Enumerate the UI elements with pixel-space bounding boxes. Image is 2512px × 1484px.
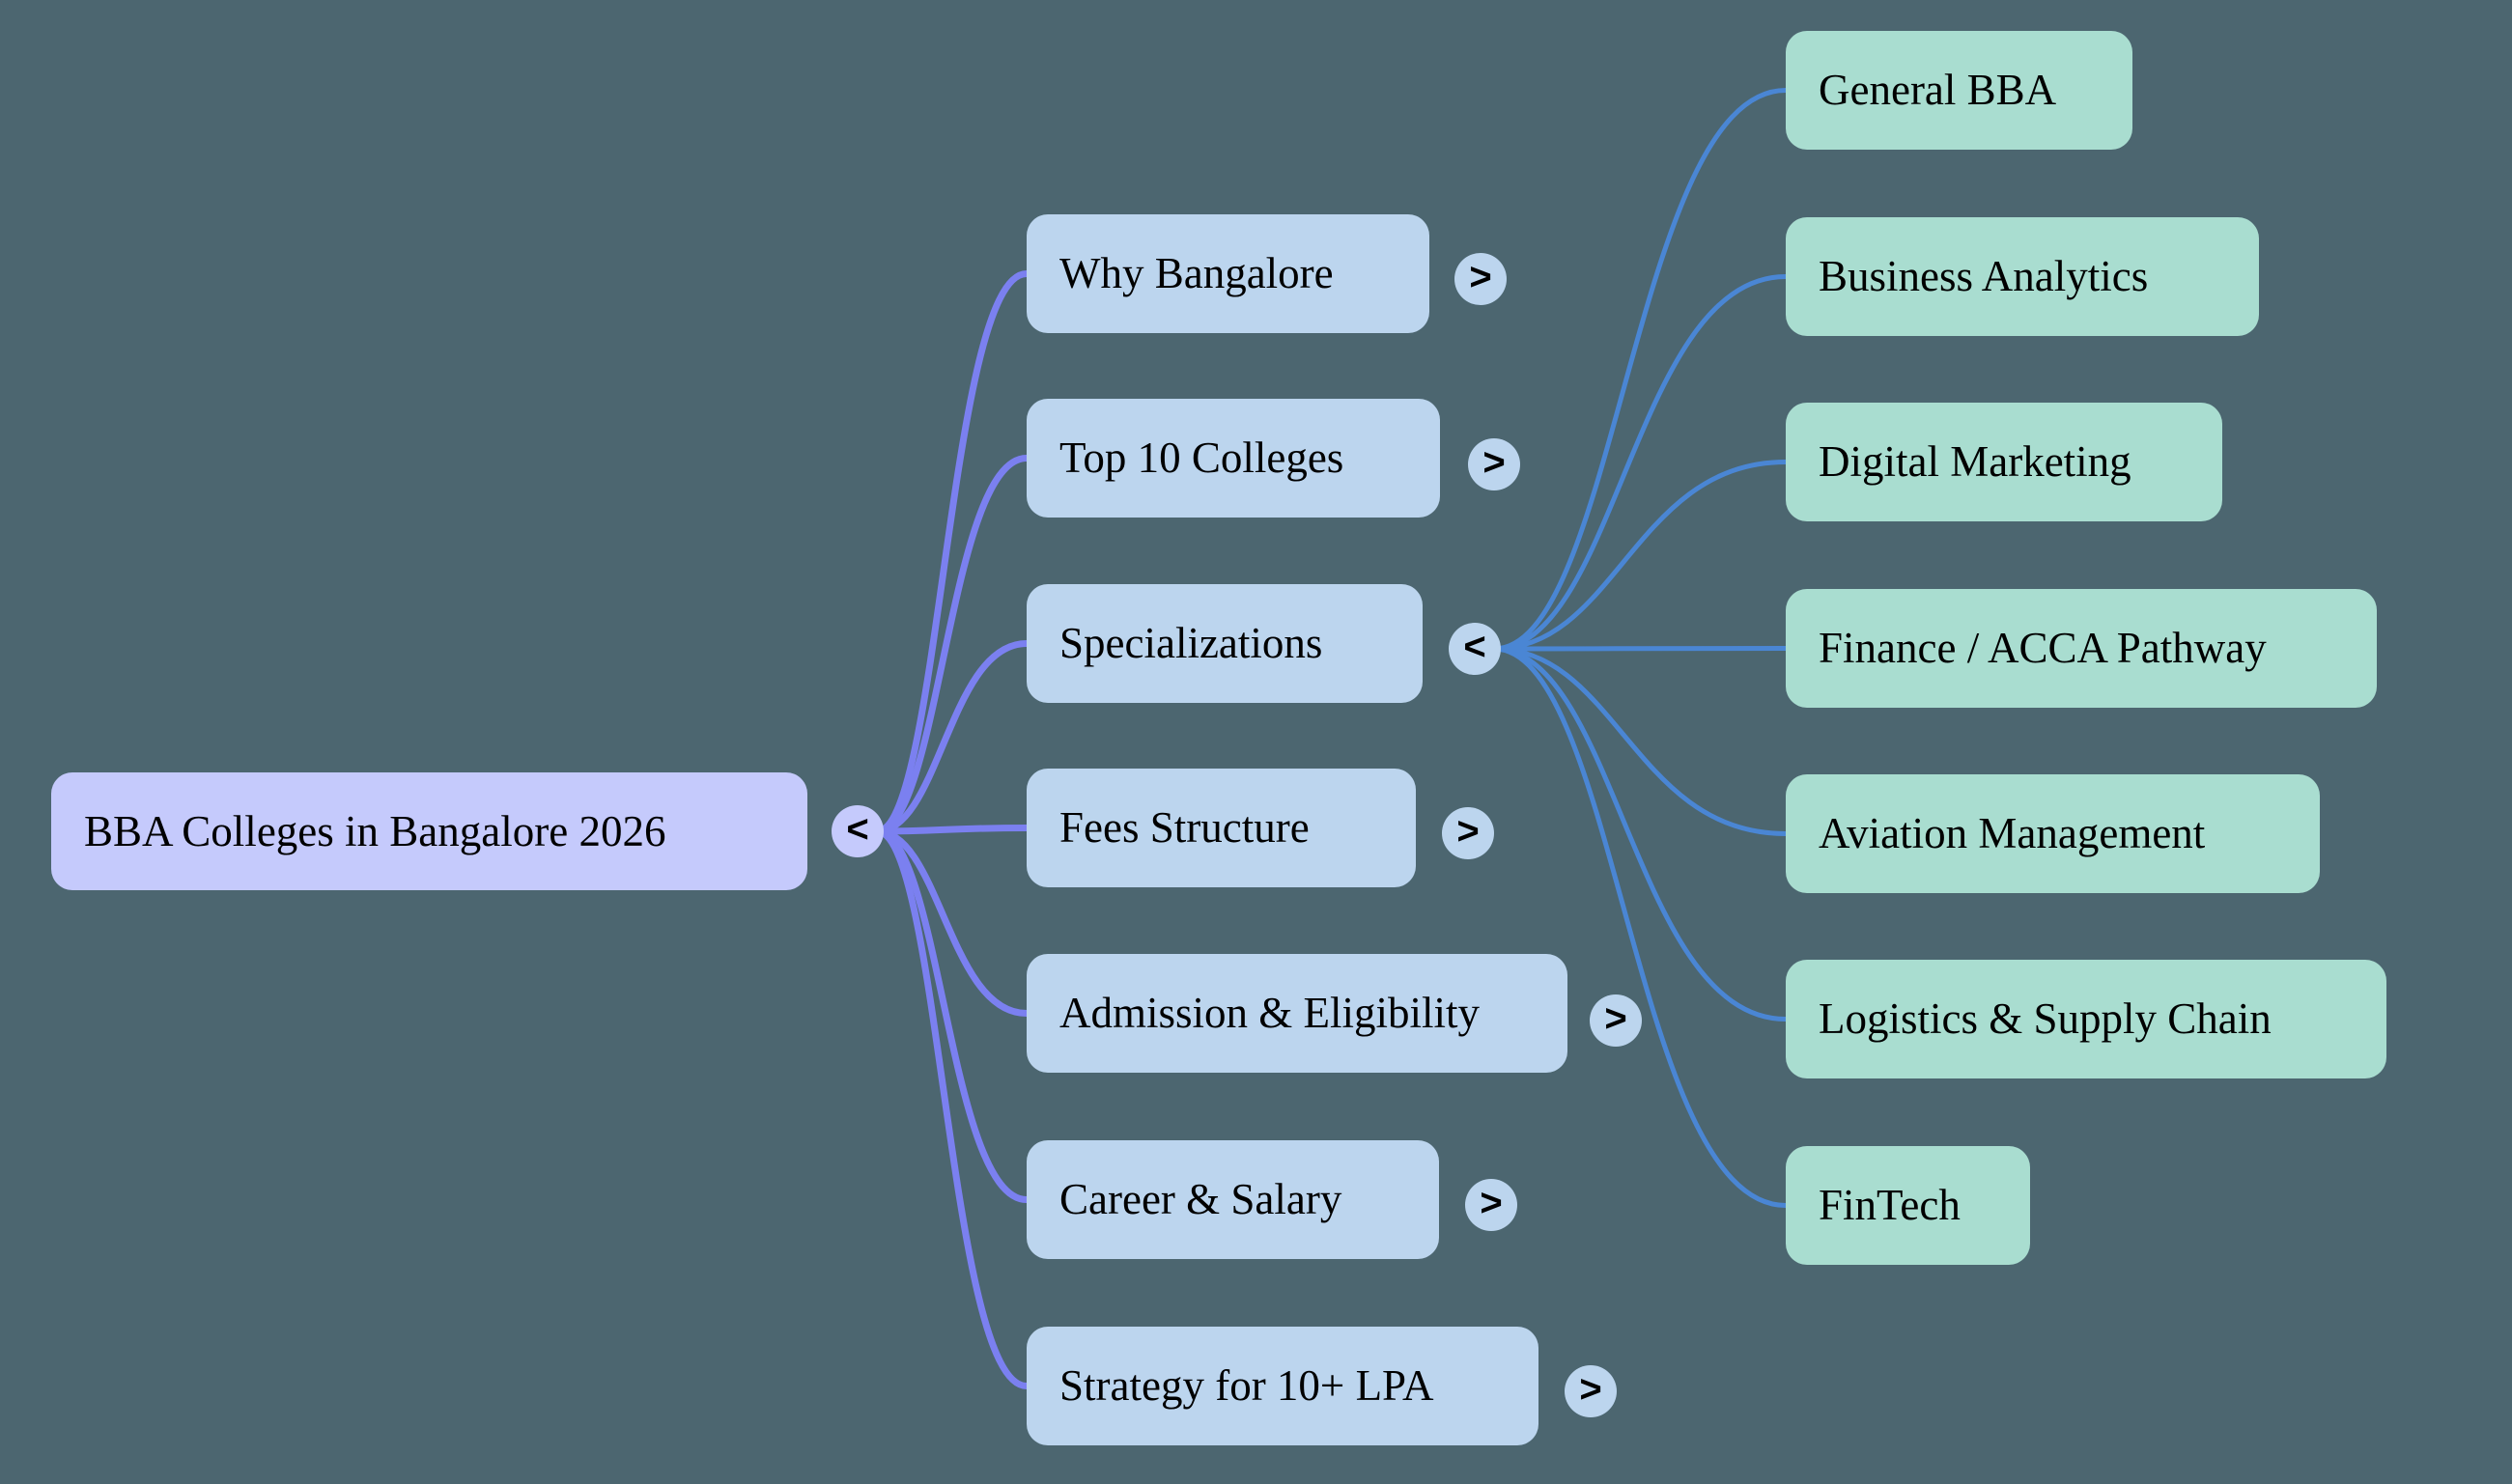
branch-collapse-toggle[interactable]: <: [1449, 623, 1501, 675]
branch-node-label: Fees Structure: [1059, 803, 1310, 852]
branch-node-label: Admission & Eligibility: [1059, 989, 1481, 1037]
root-node-label: BBA Colleges in Bangalore 2026: [84, 806, 666, 855]
branch-node[interactable]: Fees Structure: [1027, 769, 1416, 887]
branch-node-label: Career & Salary: [1059, 1175, 1342, 1223]
branch-node-label: Top 10 Colleges: [1059, 434, 1344, 482]
branch-expand-toggle[interactable]: >: [1465, 1179, 1517, 1231]
leaf-node[interactable]: Aviation Management: [1786, 774, 2320, 893]
branch-node[interactable]: Career & Salary: [1027, 1140, 1439, 1259]
branch-expand-toggle[interactable]: >: [1565, 1365, 1617, 1417]
chevron-right-icon: >: [1579, 1368, 1602, 1411]
root-branch-edge: [873, 455, 1030, 835]
branch-leaf-edge: [1491, 646, 1789, 836]
branch-node[interactable]: Admission & Eligibility: [1027, 954, 1567, 1073]
branch-expand-toggle[interactable]: >: [1468, 438, 1520, 490]
branch-expand-toggle[interactable]: >: [1454, 253, 1507, 305]
leaf-node-label: General BBA: [1819, 66, 2057, 114]
leaf-node-label: Digital Marketing: [1819, 437, 2131, 486]
leaf-node-label: Business Analytics: [1819, 252, 2149, 300]
leaf-node-label: Finance / ACCA Pathway: [1819, 624, 2267, 672]
leaf-node[interactable]: FinTech: [1786, 1146, 2030, 1265]
leaf-node[interactable]: Finance / ACCA Pathway: [1786, 589, 2377, 708]
chevron-right-icon: >: [1604, 997, 1627, 1040]
branch-node-label: Strategy for 10+ LPA: [1059, 1361, 1434, 1410]
root-branch-edge: [873, 270, 1030, 835]
branch-node[interactable]: Why Bangalore: [1027, 214, 1429, 333]
leaf-node-label: Logistics & Supply Chain: [1819, 994, 2272, 1043]
root-branch-edge: [873, 827, 1030, 1017]
chevron-right-icon: >: [1482, 441, 1506, 484]
chevron-right-icon: >: [1456, 810, 1480, 853]
branch-node-label: Specializations: [1059, 619, 1323, 667]
branch-leaf-edge: [1491, 460, 1789, 652]
leaf-node[interactable]: Business Analytics: [1786, 217, 2259, 336]
leaf-node-label: FinTech: [1819, 1181, 1961, 1229]
leaf-node[interactable]: Digital Marketing: [1786, 403, 2222, 521]
leaf-node-label: Aviation Management: [1819, 809, 2206, 857]
branch-expand-toggle[interactable]: >: [1590, 994, 1642, 1047]
chevron-left-icon: <: [1463, 626, 1486, 668]
branch-expand-toggle[interactable]: >: [1442, 807, 1494, 859]
branch-node[interactable]: Strategy for 10+ LPA: [1027, 1327, 1538, 1445]
chevron-left-icon: <: [846, 808, 869, 851]
chevron-right-icon: >: [1480, 1182, 1503, 1224]
root-branch-edge: [873, 825, 1030, 835]
root-branch-edge: [873, 827, 1030, 1203]
leaf-node[interactable]: General BBA: [1786, 31, 2132, 150]
branch-node[interactable]: Specializations: [1027, 584, 1423, 703]
branch-leaf-edge: [1491, 88, 1789, 652]
branch-node[interactable]: Top 10 Colleges: [1027, 399, 1440, 518]
root-collapse-toggle[interactable]: <: [832, 805, 884, 857]
root-node[interactable]: BBA Colleges in Bangalore 2026: [51, 772, 807, 890]
branch-leaf-edge: [1491, 646, 1789, 1208]
branch-node-label: Why Bangalore: [1059, 249, 1334, 297]
chevron-right-icon: >: [1469, 256, 1492, 298]
root-branch-edge: [873, 827, 1030, 1389]
root-branch-edge: [873, 640, 1030, 835]
branch-leaf-edge: [1491, 274, 1789, 652]
branch-leaf-edge: [1491, 646, 1789, 652]
leaf-node[interactable]: Logistics & Supply Chain: [1786, 960, 2386, 1078]
